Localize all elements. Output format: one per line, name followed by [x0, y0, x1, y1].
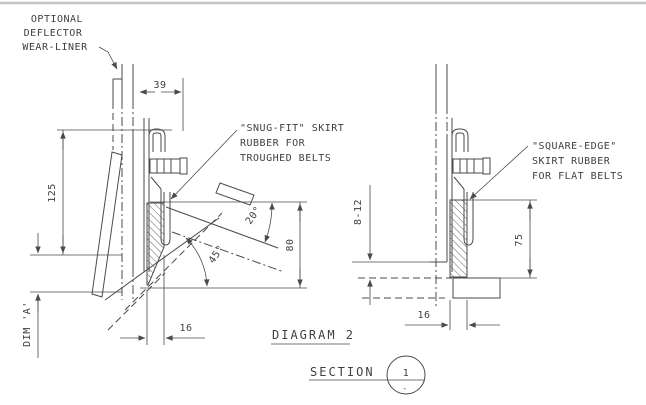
dim-8-12-value: 8-12 [353, 199, 364, 225]
section-number: 1 [403, 368, 410, 379]
dim-16-right-value: 16 [417, 310, 430, 321]
dim-16-left-value: 16 [179, 323, 192, 334]
snug-fit-label-line3: TROUGHED BELTS [240, 153, 331, 164]
dim-16-left: 16 [120, 255, 205, 345]
snug-fit-leader-line [170, 129, 238, 200]
dim-75: 75 [458, 199, 537, 279]
dim-45deg-value: 45° [207, 243, 227, 265]
deflector-wear-liner [91, 78, 123, 298]
square-edge-leader-line [469, 145, 529, 200]
square-edge-label-line1: "SQUARE-EDGE" [532, 141, 617, 152]
dim-39: 39 [139, 78, 184, 131]
wear-liner-callout: OPTIONAL DEFLECTOR WEAR-LINER [22, 14, 118, 70]
section-callout: SECTION 1 - [309, 355, 426, 395]
dim-39-value: 39 [153, 80, 166, 91]
skirt-rubber-snug-fit [146, 202, 165, 286]
section-dash: - [402, 384, 407, 393]
hook-bracket [148, 128, 166, 152]
wear-liner-label-line1: OPTIONAL [31, 14, 83, 25]
dim-16-right: 16 [405, 300, 500, 330]
left-view-snug-fit: OPTIONAL DEFLECTOR WEAR-LINER [22, 14, 344, 358]
belt-end-section [215, 182, 255, 206]
chute-wall-right [435, 64, 448, 308]
diagram-title-text: DIAGRAM 2 [272, 328, 355, 342]
clamp-bolt-right [452, 157, 491, 175]
dim-8-12: 8-12 [352, 185, 447, 305]
clamp-bolt [149, 157, 188, 175]
troughed-belt [104, 182, 285, 331]
chute-wall [121, 64, 134, 300]
section-label: SECTION [310, 365, 375, 379]
square-edge-label-line2: SKIRT RUBBER [532, 156, 611, 167]
dim-80: 80 [140, 201, 307, 289]
dim-80-value: 80 [285, 238, 296, 251]
right-view-square-edge: "SQUARE-EDGE" SKIRT RUBBER FOR FLAT BELT… [352, 64, 623, 330]
dim-125-value: 125 [47, 183, 58, 203]
dim-20deg-value: 20° [244, 204, 264, 226]
square-edge-callout: "SQUARE-EDGE" SKIRT RUBBER FOR FLAT BELT… [469, 141, 623, 200]
dim-a-value: DIM 'A' [22, 301, 33, 347]
square-edge-label-line3: FOR FLAT BELTS [532, 171, 623, 182]
dim-20deg: 20° [244, 202, 275, 243]
wear-liner-label-line2: DEFLECTOR [24, 28, 83, 39]
diagram-title: DIAGRAM 2 [271, 328, 355, 345]
dim-125: 125 [30, 129, 172, 256]
snug-fit-callout: "SNUG-FIT" SKIRT RUBBER FOR TROUGHED BEL… [170, 123, 344, 200]
wear-liner-leader-line [98, 46, 118, 70]
dim-a: DIM 'A' [22, 233, 122, 358]
snug-fit-label-line2: RUBBER FOR [240, 138, 306, 149]
dim-45deg: 45° [185, 237, 227, 287]
wear-liner-label-line3: WEAR-LINER [22, 42, 88, 53]
section-bubble [386, 355, 426, 395]
hook-bracket-right [451, 128, 469, 152]
skirt-rubber-square-edge [449, 199, 468, 278]
snug-fit-label-line1: "SNUG-FIT" SKIRT [240, 123, 344, 134]
flat-belt [358, 277, 501, 299]
dim-75-value: 75 [514, 233, 525, 246]
